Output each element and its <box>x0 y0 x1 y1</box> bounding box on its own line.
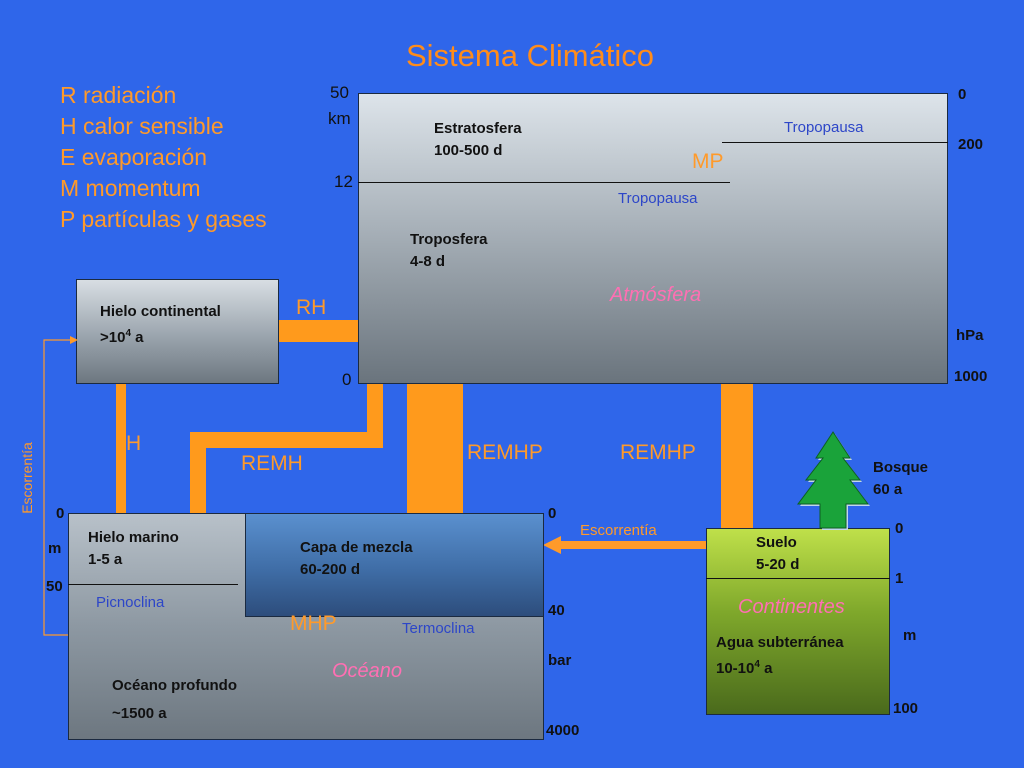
legend: R radiación H calor sensible E evaporaci… <box>60 80 267 235</box>
atm-axis-left-unit: km <box>328 109 351 128</box>
continents-box <box>706 528 890 715</box>
mhp-flux-label: MHP <box>290 612 337 635</box>
remhp-flux-pipe-ocean <box>407 382 463 515</box>
ocean-axis-right-mid: 40 <box>548 602 565 619</box>
atmosphere-box <box>358 93 948 384</box>
rh-flux-label: RH <box>296 296 327 319</box>
tropopause-line-upper <box>722 142 948 143</box>
continental-ice-box <box>76 279 279 384</box>
land-axis-right-bottom: 100 <box>893 700 919 717</box>
tropopause-label-upper: Tropopausa <box>784 119 864 136</box>
remh-flux-pipe-vertical-atm <box>367 382 383 432</box>
tree-icon <box>797 431 870 530</box>
legend-item-momentum: M momentum <box>60 175 201 201</box>
picnocline-line <box>68 584 238 585</box>
remhp-flux-label-ocean: REMHP <box>467 441 543 464</box>
deep-ocean-label: Océano profundo~1500 a <box>112 677 237 722</box>
groundwater-label: Agua subterránea 10-104 a <box>716 632 844 680</box>
ocean-axis-left-unit: m <box>48 540 62 557</box>
mixed-layer-box <box>245 513 544 617</box>
continental-ice-time: >104 a <box>100 328 144 346</box>
groundwater-time: 10-104 a <box>716 659 773 677</box>
ocean-axis-right-unit: bar <box>548 652 572 669</box>
continental-ice-label: Hielo continental >104 a <box>100 301 221 349</box>
land-axis-right-mid: 1 <box>895 570 904 587</box>
ocean-name: Océano <box>332 660 403 682</box>
atm-axis-left-bottom: 0 <box>342 370 352 389</box>
land-axis-right-unit: m <box>903 627 917 644</box>
h-flux-pipe <box>116 382 126 515</box>
atm-axis-right-mid: 200 <box>958 136 984 153</box>
legend-item-radiation: R radiación <box>60 82 177 108</box>
remh-flux-label: REMH <box>241 452 303 475</box>
legend-item-sensible-heat: H calor sensible <box>60 113 224 139</box>
remh-flux-pipe-horizontal <box>190 432 383 448</box>
atm-axis-left-top: 50 <box>330 83 349 102</box>
remhp-flux-pipe-land <box>721 382 753 530</box>
mp-flux-label: MP <box>692 150 724 173</box>
thermocline-label: Termoclina <box>402 620 475 637</box>
tropopause-label-lower: Tropopausa <box>618 190 698 207</box>
legend-item-evaporation: E evaporación <box>60 144 208 170</box>
rh-flux-pipe <box>277 320 361 342</box>
remh-flux-pipe-vertical-ocean <box>190 432 206 515</box>
runoff-arrow-horizontal <box>543 536 709 554</box>
land-axis-right-top: 0 <box>895 520 904 537</box>
remhp-flux-label-land: REMHP <box>620 441 696 464</box>
ocean-axis-right-top: 0 <box>548 505 557 522</box>
ocean-axis-left-mid: 50 <box>46 578 63 595</box>
page-title: Sistema Climático <box>405 38 655 73</box>
atm-axis-left-mid: 12 <box>334 172 353 191</box>
runoff-horizontal-label: Escorrentía <box>580 522 657 539</box>
atm-axis-right-bottom: 1000 <box>954 368 988 385</box>
ocean-axis-left-top: 0 <box>56 505 65 522</box>
tropopause-line-lower <box>358 182 730 183</box>
legend-item-particles: P partículas y gases <box>60 206 267 232</box>
continents-name: Continentes <box>738 596 845 618</box>
runoff-vertical-label: Escorrentía <box>18 442 35 514</box>
atmosphere-name: Atmósfera <box>610 284 702 306</box>
atm-axis-right-top: 0 <box>958 86 967 103</box>
atm-axis-right-unit: hPa <box>956 327 984 344</box>
picnocline-label: Picnoclina <box>96 594 165 611</box>
soil-line <box>706 578 890 579</box>
ocean-axis-right-bottom: 4000 <box>546 722 580 739</box>
h-flux-label: H <box>126 432 142 455</box>
